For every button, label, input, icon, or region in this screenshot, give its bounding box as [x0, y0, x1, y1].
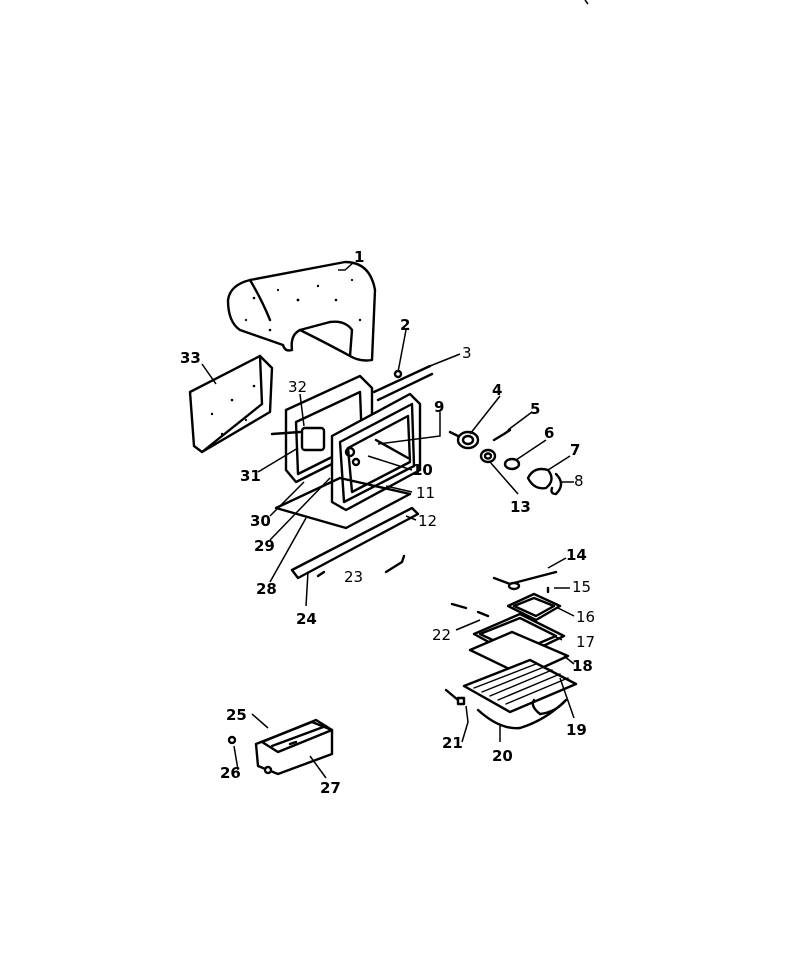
callout-24: 24: [296, 610, 317, 628]
callout-2: 2: [400, 316, 410, 334]
callout-5: 5: [530, 400, 540, 418]
callout-11: 11: [416, 484, 435, 502]
leader-lines: [201, 261, 575, 779]
callout-29: 29: [254, 537, 275, 555]
part-7-lamp-cover: [526, 467, 553, 490]
callout-28: 28: [256, 580, 277, 598]
callout-labels: 1 2 3 4 5 6 7 8 9 10 11 12 13 14 15 16 1…: [180, 248, 595, 797]
part-2-3-top-rod: [372, 364, 434, 402]
callout-6: 6: [544, 424, 554, 442]
part-4-lamp-socket: [448, 430, 480, 450]
part-28-oven-bottom: [274, 476, 412, 530]
part-19-broil-rack: [462, 658, 578, 714]
callout-16: 16: [576, 608, 595, 626]
callout-19: 19: [566, 721, 587, 739]
part-21-terminal: [444, 688, 466, 706]
callout-7: 7: [570, 441, 580, 459]
callout-3: 3: [462, 344, 472, 362]
part-16-element: [506, 592, 562, 622]
callout-17: 17: [576, 633, 595, 651]
callout-15: 15: [572, 578, 591, 596]
callout-4: 4: [492, 381, 502, 399]
oven-liner-assembly: [270, 374, 422, 512]
part-5-wire: [492, 428, 512, 442]
corner-mark: [584, 0, 589, 5]
part-14-terminal: [492, 570, 558, 591]
callout-27: 27: [320, 779, 341, 797]
callout-9: 9: [434, 398, 444, 416]
part-33-insulation-panel: [188, 354, 274, 454]
insulation-speckle: [210, 278, 362, 436]
callout-25: 25: [226, 706, 247, 724]
part-18-element-shield: [468, 630, 570, 678]
callout-1: 1: [354, 248, 364, 266]
part-23-hardware: [316, 554, 406, 578]
callout-13: 13: [510, 498, 531, 516]
callout-21: 21: [442, 734, 463, 752]
part-1-oven-wrapper: [226, 260, 377, 362]
callout-22: 22: [432, 626, 451, 644]
part-22-wire: [450, 602, 490, 618]
callout-20: 20: [492, 747, 513, 765]
part-26-screw: [227, 735, 273, 775]
callout-23: 23: [344, 568, 363, 586]
part-6-bulb: [503, 457, 521, 471]
part-12-rail: [290, 506, 420, 580]
callout-10: 10: [412, 461, 433, 479]
callout-31: 31: [240, 467, 261, 485]
callout-32: 32: [288, 378, 307, 396]
callout-12: 12: [418, 512, 437, 530]
callout-30: 30: [250, 512, 271, 530]
part-8-retaining-ring: [550, 472, 563, 496]
callout-33: 33: [180, 349, 201, 367]
part-13-receptacle: [479, 448, 497, 464]
callout-18: 18: [572, 657, 593, 675]
callout-26: 26: [220, 764, 241, 782]
callout-8: 8: [574, 472, 584, 490]
callout-14: 14: [566, 546, 587, 564]
